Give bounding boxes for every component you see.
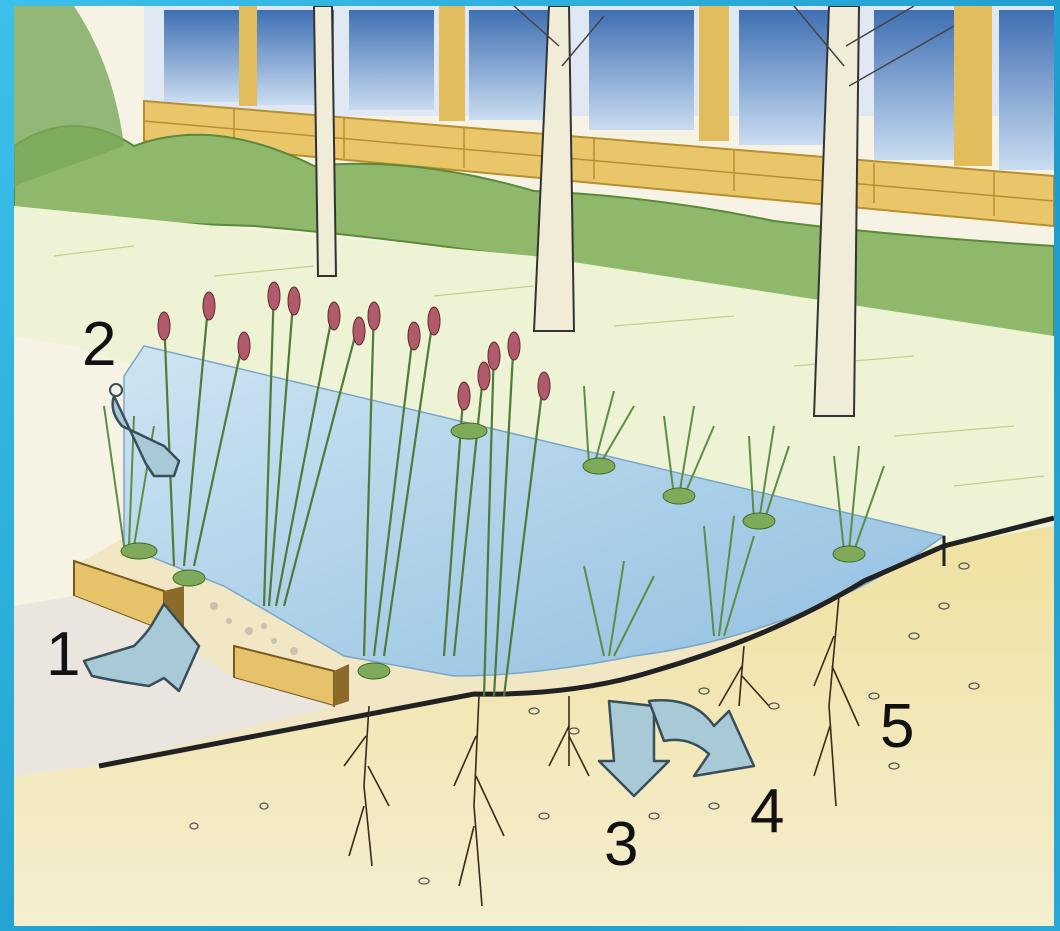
window	[349, 10, 434, 110]
window	[999, 10, 1054, 170]
label-4: 4	[750, 781, 784, 843]
tree-trunk	[314, 6, 336, 276]
inlet-drop	[110, 384, 122, 396]
label-2: 2	[82, 314, 116, 376]
window	[589, 10, 694, 130]
label-1: 1	[46, 624, 80, 686]
raingarden-illustration: 1 2 3 4 5	[14, 6, 1054, 926]
label-3: 3	[604, 814, 638, 876]
illustration-svg	[14, 6, 1054, 926]
window	[164, 10, 239, 102]
window	[469, 10, 554, 120]
label-5: 5	[880, 696, 914, 758]
